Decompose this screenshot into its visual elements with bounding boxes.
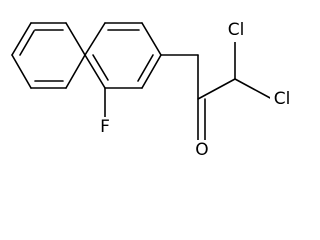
bond: [65, 54, 86, 89]
bond: [84, 54, 106, 89]
bond: [141, 22, 162, 56]
bond: [11, 22, 32, 56]
structure-canvas: F O Cl Cl: [11, 20, 294, 160]
ring-junction: [84, 54, 109, 89]
fluorine-label: F: [100, 117, 110, 137]
double-bond-inner: [92, 54, 109, 81]
carbon-chlorine-bond: [234, 78, 273, 100]
chemical-structure: F O Cl Cl: [11, 20, 294, 160]
bond: [11, 54, 32, 89]
chlorine-label: Cl: [274, 89, 291, 109]
carbonyl-to-dichloromethyl-bond: [197, 78, 236, 100]
atom-chlorine-right: Cl: [270, 89, 294, 111]
bond: [65, 22, 86, 56]
double-bond-inner: [137, 54, 154, 82]
oxygen-label: O: [195, 140, 208, 160]
atom-fluorine: F: [97, 117, 113, 137]
chlorine-label: Cl: [228, 20, 245, 40]
atom-oxygen: O: [193, 140, 211, 160]
double-bond-inner: [19, 30, 35, 56]
atom-chlorine-top: Cl: [224, 20, 248, 42]
bond: [141, 54, 162, 89]
right-aromatic-ring: [84, 22, 162, 89]
bond: [84, 22, 106, 56]
left-aromatic-ring: [11, 22, 86, 89]
